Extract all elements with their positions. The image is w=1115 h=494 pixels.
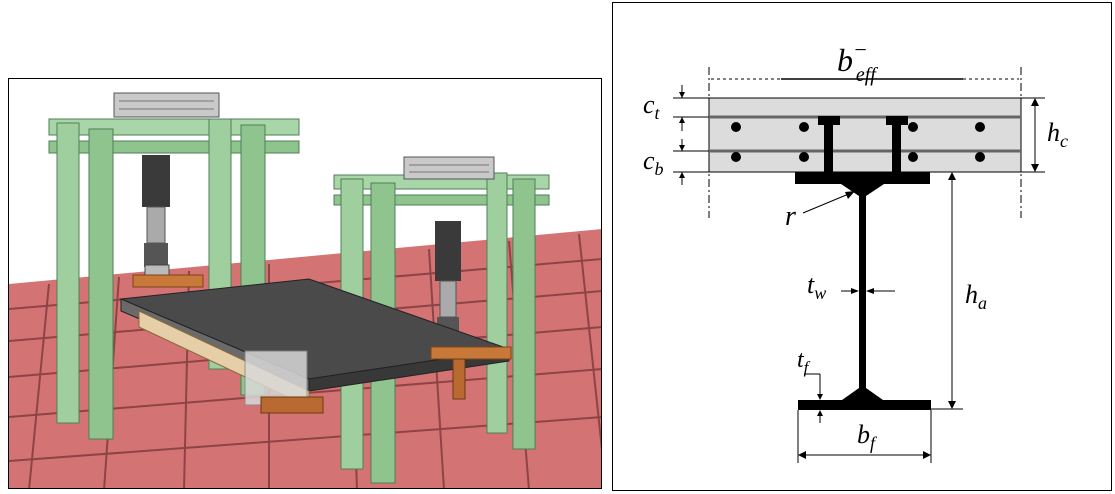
- hc-dimension: [1021, 97, 1045, 173]
- shear-studs: [818, 116, 908, 172]
- label-t-f: tf: [797, 347, 811, 377]
- bf-dimension: [797, 410, 932, 463]
- label-c-t: ct: [643, 90, 661, 123]
- label-b-eff: b−eff: [837, 37, 878, 86]
- composite-section-diagram: b−eff ct cb hc r tw ha tf bf: [612, 2, 1112, 491]
- label-t-w: tw: [807, 270, 826, 303]
- label-r: r: [785, 201, 796, 232]
- tf-arrowheads: [817, 394, 823, 416]
- r-arrowhead: [845, 191, 855, 199]
- label-h-c: hc: [1047, 118, 1068, 151]
- left-actuator: [132, 155, 204, 288]
- rebars: [731, 122, 985, 162]
- bf-arrowheads: [798, 451, 931, 459]
- ha-dimension: [931, 171, 963, 410]
- label-c-b: cb: [643, 146, 664, 179]
- test-setup-illustration: [8, 78, 602, 489]
- tw-arrowheads: [851, 288, 874, 294]
- label-b-f: bf: [857, 420, 878, 453]
- test-setup-drawing: [9, 92, 601, 488]
- hc-arrowheads: [1031, 98, 1039, 172]
- composite-beam-specimen: [119, 278, 512, 414]
- r-leader: [802, 192, 852, 214]
- concrete-slab: [708, 97, 1022, 173]
- label-h-a: ha: [965, 280, 987, 313]
- slab-cover-arrowheads: [679, 92, 685, 178]
- steel-i-section: [795, 172, 931, 410]
- ha-arrowheads: [948, 172, 956, 409]
- section-drawing: b−eff ct cb hc r tw ha tf bf: [643, 37, 1068, 463]
